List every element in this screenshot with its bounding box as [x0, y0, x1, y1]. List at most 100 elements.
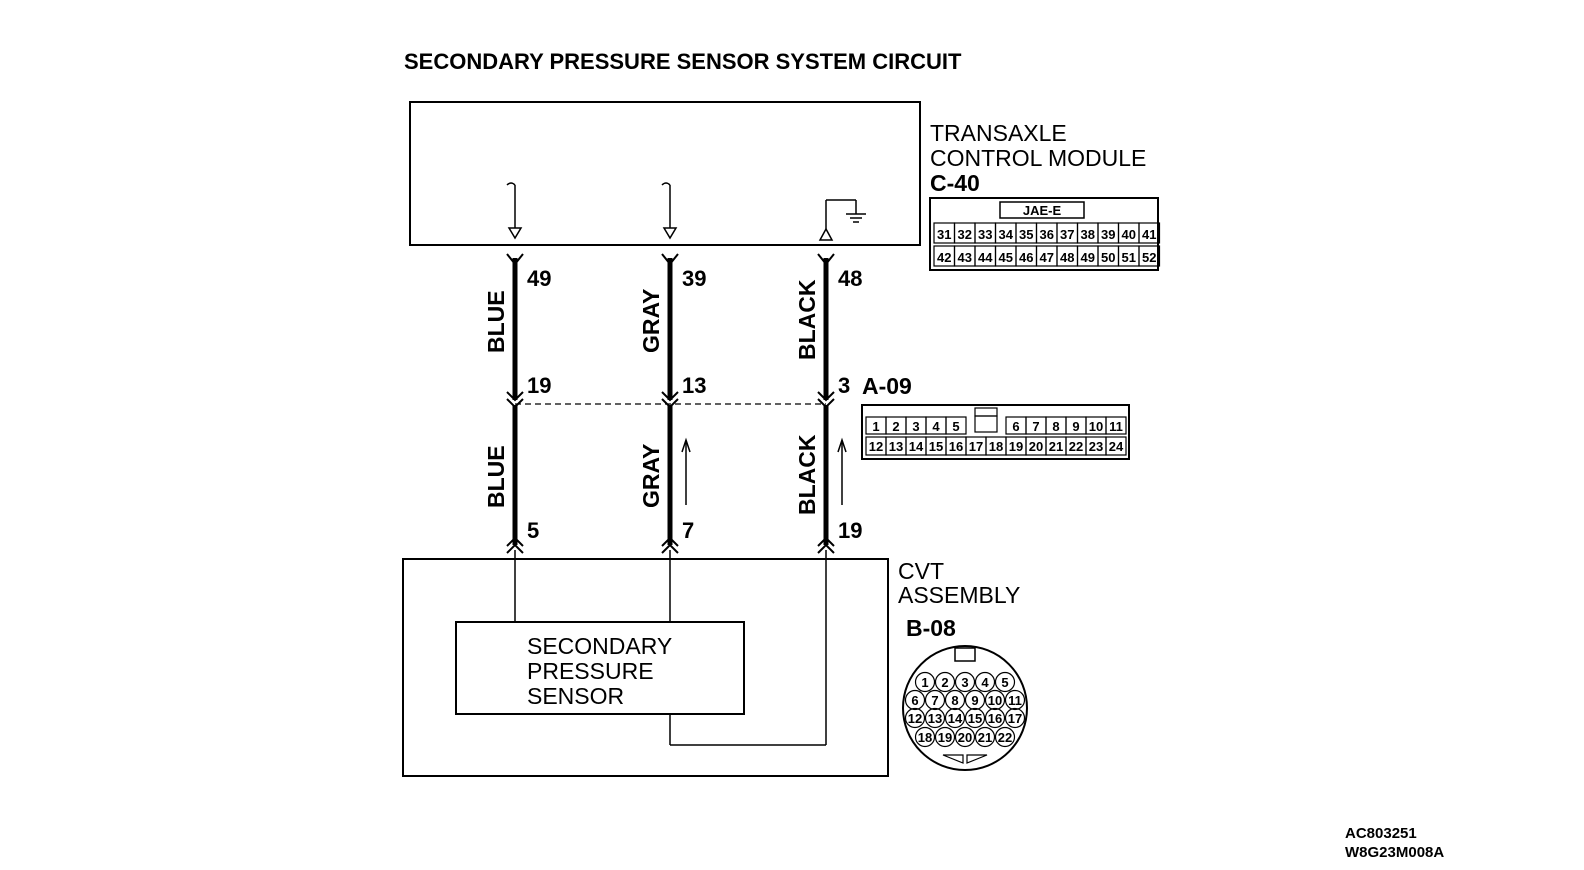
- wire-label-black-lower: BLACK: [794, 434, 820, 515]
- a09-row1-pin-label: 6: [1012, 419, 1019, 434]
- sensor-label-line2: PRESSURE: [527, 658, 654, 684]
- c40-row2-pin-label: 44: [978, 250, 993, 265]
- b08-pin-circle: [914, 726, 936, 748]
- c40-row1-pin-label: 39: [1101, 227, 1115, 242]
- b08-pin-label: 6: [911, 693, 918, 708]
- c40-row2-pin-label: 52: [1142, 250, 1156, 265]
- a09-row1-pin-label: 1: [872, 419, 879, 434]
- b08-pin-label: 7: [931, 693, 938, 708]
- cvt-connector-id: B-08: [906, 615, 956, 641]
- b08-pin-circle: [994, 671, 1016, 693]
- tcm-input-symbol-2: [661, 182, 678, 240]
- tcm-box: [409, 101, 921, 246]
- a09-row1-cell: [945, 416, 967, 435]
- a09-row1-pin-label: 3: [912, 419, 919, 434]
- a09-row2-pin-label: 14: [909, 439, 924, 454]
- b08-pin-circle: [924, 689, 946, 711]
- cvt-pin-gray: 7: [682, 518, 694, 543]
- a09-row1-pin-label: 5: [952, 419, 959, 434]
- a09-row2-cell: [1105, 436, 1127, 456]
- c40-row2-pin-label: 48: [1060, 250, 1074, 265]
- b08-pin-label: 11: [1008, 693, 1022, 708]
- b08-pin-circle: [934, 726, 956, 748]
- tcm-name-line1: TRANSAXLE: [930, 120, 1067, 146]
- b08-pin-label: 3: [961, 675, 968, 690]
- wire-label-black-upper: BLACK: [794, 279, 820, 360]
- c40-row2-cell: [1138, 245, 1161, 267]
- wire-label-gray-upper: GRAY: [638, 289, 664, 353]
- c40-row2-pin-label: 50: [1101, 250, 1115, 265]
- c40-row2-pin-label: 49: [1081, 250, 1095, 265]
- a09-pin-gray: 13: [682, 373, 706, 398]
- b08-pin-label: 18: [918, 730, 932, 745]
- a09-row2-pin-label: 23: [1089, 439, 1103, 454]
- a09-row1-pin-label: 11: [1109, 419, 1123, 434]
- c40-row2-pin-label: 43: [958, 250, 972, 265]
- tcm-pin-black: 48: [838, 266, 862, 291]
- c40-row1-pin-label: 33: [978, 227, 992, 242]
- secondary-pressure-sensor-box: [455, 621, 745, 715]
- b08-pin-label: 5: [1001, 675, 1008, 690]
- tcm-name-line2: CONTROL MODULE: [930, 145, 1146, 171]
- b08-pin-circle: [944, 689, 966, 711]
- c40-row1-pin-label: 38: [1081, 227, 1095, 242]
- cvt-pin-blue: 5: [527, 518, 539, 543]
- a09-row2-pin-label: 15: [929, 439, 943, 454]
- a09-row1-pin-label: 10: [1089, 419, 1103, 434]
- b08-pin-circle: [964, 707, 986, 729]
- b08-pin-circle: [954, 726, 976, 748]
- sensor-label-line1: SECONDARY: [527, 633, 672, 659]
- b08-pin-label: 10: [988, 693, 1002, 708]
- b08-pin-label: 2: [941, 675, 948, 690]
- cvt-pin-black: 19: [838, 518, 862, 543]
- b08-pin-circle: [944, 707, 966, 729]
- c40-row1-pin-label: 34: [999, 227, 1014, 242]
- b08-pin-label: 19: [938, 730, 952, 745]
- a09-row2-pin-label: 12: [869, 439, 883, 454]
- a09-row1-pin-label: 4: [932, 419, 940, 434]
- a09-connector-id: A-09: [862, 373, 912, 399]
- b08-pin-label: 1: [921, 675, 928, 690]
- c40-row2-pin-label: 51: [1122, 250, 1136, 265]
- b08-pin-circle: [974, 726, 996, 748]
- footer-code-1: AC803251: [1345, 825, 1417, 842]
- a09-row1-cell: [1105, 416, 1127, 435]
- a09-row2-pin-label: 13: [889, 439, 903, 454]
- a09-row2-pin-label: 19: [1009, 439, 1023, 454]
- c40-row1-pin-label: 35: [1019, 227, 1033, 242]
- b08-pin-label: 4: [981, 675, 989, 690]
- tcm-terminals: [506, 253, 835, 266]
- c40-row1-pin-label: 36: [1040, 227, 1054, 242]
- tcm-ground-symbol: [818, 199, 866, 241]
- b08-pin-label: 20: [958, 730, 972, 745]
- b08-pin-label: 13: [928, 711, 942, 726]
- c40-row1-pin-label: 32: [958, 227, 972, 242]
- wire-label-blue-lower: BLUE: [483, 445, 509, 508]
- b08-pin-circle: [954, 671, 976, 693]
- cvt-assembly-box: [402, 558, 889, 777]
- tcm-connector-id: C-40: [930, 170, 980, 196]
- b08-pin-label: 9: [971, 693, 978, 708]
- b08-pin-circle: [974, 671, 996, 693]
- c40-row2-pin-label: 45: [999, 250, 1013, 265]
- b08-pin-label: 8: [951, 693, 958, 708]
- a09-pin-blue: 19: [527, 373, 551, 398]
- signal-arrows: [681, 437, 847, 505]
- c40-row1-pin-label: 40: [1122, 227, 1136, 242]
- a09-row2-pin-label: 24: [1109, 439, 1124, 454]
- b08-pin-label: 14: [948, 711, 963, 726]
- a09-row2-pin-label: 20: [1029, 439, 1043, 454]
- b08-pin-label: 15: [968, 711, 982, 726]
- a09-row2-pin-label: 16: [949, 439, 963, 454]
- c40-row1-pin-label: 31: [937, 227, 951, 242]
- wire-label-blue-upper: BLUE: [483, 290, 509, 353]
- a09-terminals: [506, 391, 835, 409]
- b08-pin-circle: [994, 726, 1016, 748]
- cvt-terminals: [506, 536, 835, 554]
- b08-pin-label: 21: [978, 730, 992, 745]
- a09-row2-pin-label: 17: [969, 439, 983, 454]
- wire-black: [669, 258, 829, 746]
- a09-row1-pin-label: 9: [1072, 419, 1079, 434]
